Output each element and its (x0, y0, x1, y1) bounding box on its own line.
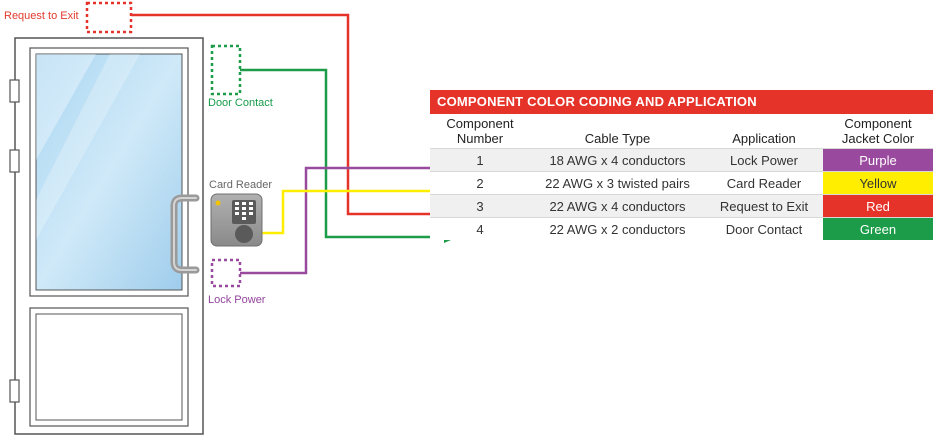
table-row: 1 18 AWG x 4 conductors Lock Power Purpl… (430, 148, 933, 172)
cell-number: 4 (430, 217, 530, 240)
request-to-exit-sensor (85, 1, 133, 34)
cell-cable-type: 22 AWG x 3 twisted pairs (530, 171, 705, 195)
keypad-keys (235, 202, 253, 220)
door-handle-highlight (173, 197, 197, 271)
label-card-reader: Card Reader (209, 179, 272, 191)
label-request-to-exit: Request to Exit (4, 10, 79, 22)
cell-application: Door Contact (705, 217, 823, 240)
label-door-contact: Door Contact (208, 97, 273, 109)
wire-green (240, 68, 445, 239)
table-title: COMPONENT COLOR CODING AND APPLICATION (430, 90, 933, 114)
label-lock-power: Lock Power (208, 294, 266, 306)
door-contact-sensor (210, 44, 242, 96)
lock-power-box (210, 258, 242, 288)
door-lower-inset (35, 313, 183, 421)
cell-application: Request to Exit (705, 194, 823, 218)
card-reader-led (215, 200, 221, 206)
cell-cable-type: 22 AWG x 4 conductors (530, 194, 705, 218)
door-glass (35, 53, 183, 291)
cell-number: 1 (430, 148, 530, 172)
door (9, 37, 204, 435)
table-row: 2 22 AWG x 3 twisted pairs Card Reader Y… (430, 171, 933, 195)
cell-jacket-color: Yellow (823, 171, 933, 195)
card-reader (210, 193, 263, 247)
header-cable-type: Cable Type (584, 131, 651, 146)
cell-number: 3 (430, 194, 530, 218)
cell-application: Lock Power (705, 148, 823, 172)
hinge-bottom (9, 379, 20, 403)
color-coding-table: Component Number Cable Type Application … (430, 114, 933, 240)
cell-jacket-color: Green (823, 217, 933, 240)
wire-purple (240, 166, 445, 275)
glass-reflection (36, 54, 96, 160)
cell-cable-type: 18 AWG x 4 conductors (530, 148, 705, 172)
card-reader-scanner (235, 225, 253, 243)
table-header-row: Component Number Cable Type Application … (430, 114, 933, 149)
cell-application: Card Reader (705, 171, 823, 195)
glass-reflection-2 (36, 54, 140, 240)
hinge-middle (9, 149, 20, 173)
cell-cable-type: 22 AWG x 2 conductors (530, 217, 705, 240)
header-jacket-color: Component Jacket Color (841, 116, 915, 146)
wire-red (131, 13, 445, 216)
component-table: COMPONENT COLOR CODING AND APPLICATION C… (430, 90, 933, 240)
cell-number: 2 (430, 171, 530, 195)
cell-jacket-color: Purple (823, 148, 933, 172)
cell-jacket-color: Red (823, 194, 933, 218)
header-component-number: Component Number (446, 116, 514, 146)
table-row: 3 22 AWG x 4 conductors Request to Exit … (430, 194, 933, 218)
header-application: Application (732, 131, 796, 146)
table-row: 4 22 AWG x 2 conductors Door Contact Gre… (430, 217, 933, 240)
wire-yellow (262, 189, 445, 235)
hinge-top (9, 79, 20, 103)
